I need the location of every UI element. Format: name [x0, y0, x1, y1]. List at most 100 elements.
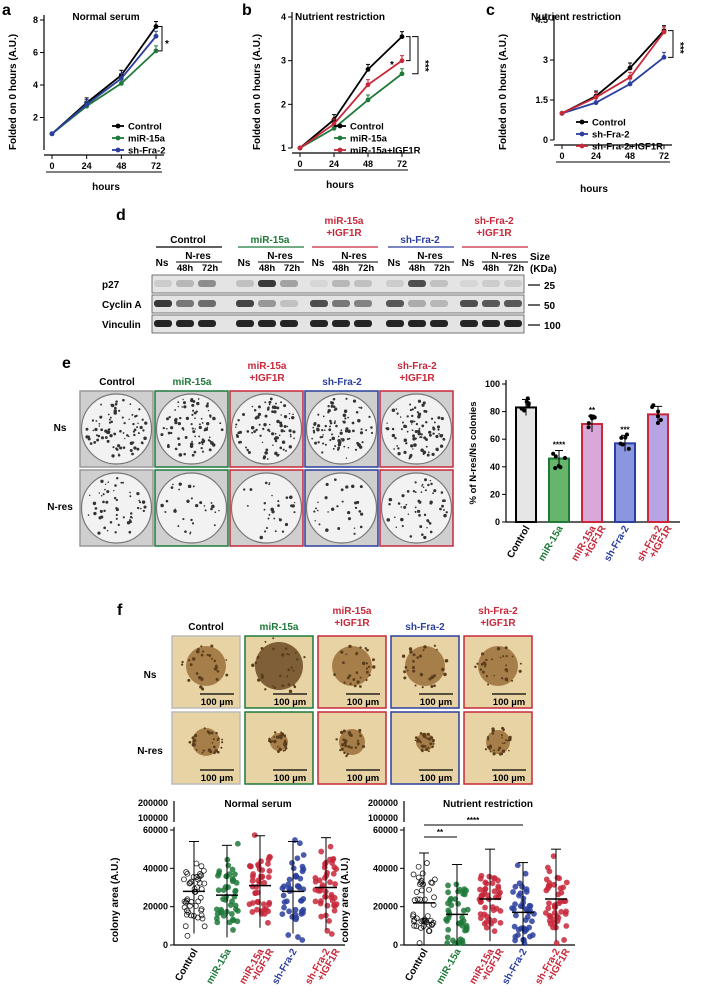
spheroid-cell	[192, 657, 196, 661]
spheroid-cell	[193, 733, 198, 738]
colony-dot	[359, 525, 363, 529]
blot-band	[332, 300, 350, 307]
scatter-normal-point	[312, 898, 319, 905]
colony-dot	[441, 504, 444, 508]
colony-plate	[230, 393, 303, 465]
spheroid-cell	[503, 742, 506, 744]
colony-dot	[433, 489, 437, 493]
colony-dot	[406, 490, 410, 493]
chart-c-ylabel: Folded on 0 hours (A.U.)	[498, 34, 509, 150]
spheroid-cell	[358, 728, 362, 732]
colony-dot	[195, 504, 199, 508]
colony-dot	[165, 427, 168, 430]
blot-band	[504, 280, 522, 287]
colony-dot	[131, 413, 134, 416]
spheroid-cell	[187, 678, 191, 682]
colony-dot	[192, 430, 196, 434]
spheroid-cell	[201, 751, 204, 754]
bar-e-point	[526, 401, 531, 406]
colony-dot	[347, 510, 351, 515]
blot-time-label: 72h	[202, 263, 219, 274]
spheroid-row-label: N-res	[137, 746, 163, 757]
spheroid-cell	[356, 739, 360, 742]
colony-dot	[212, 416, 216, 421]
colony-dot	[114, 531, 117, 534]
colony-dot	[334, 445, 337, 448]
scatter-normal-point	[289, 860, 295, 866]
colony-dot	[115, 513, 118, 517]
colony-dot	[281, 530, 285, 533]
colony-dot	[106, 430, 111, 434]
scatter-nres-point	[411, 897, 418, 904]
spheroid-cell	[489, 750, 492, 753]
colony-dot	[288, 445, 292, 449]
colony-dot	[100, 403, 103, 406]
colony-dot	[331, 436, 336, 441]
colony-dot	[437, 428, 440, 431]
colony-dot	[193, 411, 197, 415]
colony-dot	[247, 451, 251, 455]
colony-dot	[111, 454, 115, 458]
colony-dot	[246, 504, 249, 507]
colony-dot	[98, 516, 102, 520]
blot-group-label-extra: +IGF1R	[326, 228, 362, 239]
spheroid-cell	[365, 662, 368, 665]
colony-dot	[238, 430, 243, 434]
colony-dot	[128, 530, 132, 534]
colony-dot	[313, 510, 316, 513]
plate-row-label: Ns	[54, 423, 67, 434]
colony-dot	[314, 441, 318, 445]
chart-c-legend-label: sh-Fra-2	[592, 130, 629, 141]
colony-dot	[271, 410, 274, 414]
scale-bar-label: 100 µm	[420, 697, 452, 708]
spheroid-cell	[280, 731, 282, 734]
colony-dot	[105, 500, 109, 504]
colony-dot	[242, 413, 246, 416]
scatter-nres-point	[413, 889, 420, 895]
colony-dot	[143, 505, 147, 509]
spheroid-cell	[225, 659, 228, 661]
blot-band	[408, 280, 426, 287]
colony-dot	[197, 398, 200, 400]
colony-dot	[324, 496, 328, 500]
colony-dot	[352, 429, 355, 433]
colony-dot	[360, 428, 363, 431]
spheroid-cell	[485, 675, 489, 678]
colony-dot	[337, 442, 342, 447]
bar-e-point	[553, 466, 558, 471]
spheroid-cell	[425, 748, 429, 752]
colony-dot	[191, 403, 195, 407]
spheroid-cell	[275, 735, 280, 739]
bar-e-point	[650, 404, 655, 409]
spheroid-cell	[295, 658, 299, 661]
colony-dot	[181, 406, 183, 408]
colony-dot	[427, 483, 430, 487]
bar-e-bar	[647, 413, 669, 523]
colony-dot	[108, 418, 111, 421]
colony-dot	[170, 431, 173, 435]
colony-dot	[263, 501, 267, 505]
colony-dot	[87, 437, 91, 441]
scatter-normal-title: Normal serum	[224, 799, 291, 810]
spheroid-cell	[348, 674, 352, 678]
spheroid-cell	[349, 732, 352, 735]
blot-band	[460, 280, 478, 287]
colony-dot	[264, 401, 267, 404]
colony-dot	[264, 530, 267, 533]
colony-dot	[317, 441, 320, 444]
colony-dot	[178, 482, 182, 486]
colony-dot	[291, 415, 295, 420]
colony-dot	[129, 491, 131, 494]
colony-dot	[140, 507, 142, 510]
colony-dot	[293, 511, 296, 514]
chart-b-series-line	[299, 59, 403, 149]
colony-dot	[131, 517, 133, 519]
colony-dot	[432, 432, 435, 435]
spheroid-cell	[403, 676, 407, 680]
colony-dot	[438, 433, 440, 435]
panel-letter-e: e	[62, 355, 71, 372]
blot-band	[310, 320, 328, 327]
scatter-normal-point	[327, 879, 333, 886]
colony-dot	[424, 438, 428, 441]
bar-e-point	[556, 464, 561, 469]
